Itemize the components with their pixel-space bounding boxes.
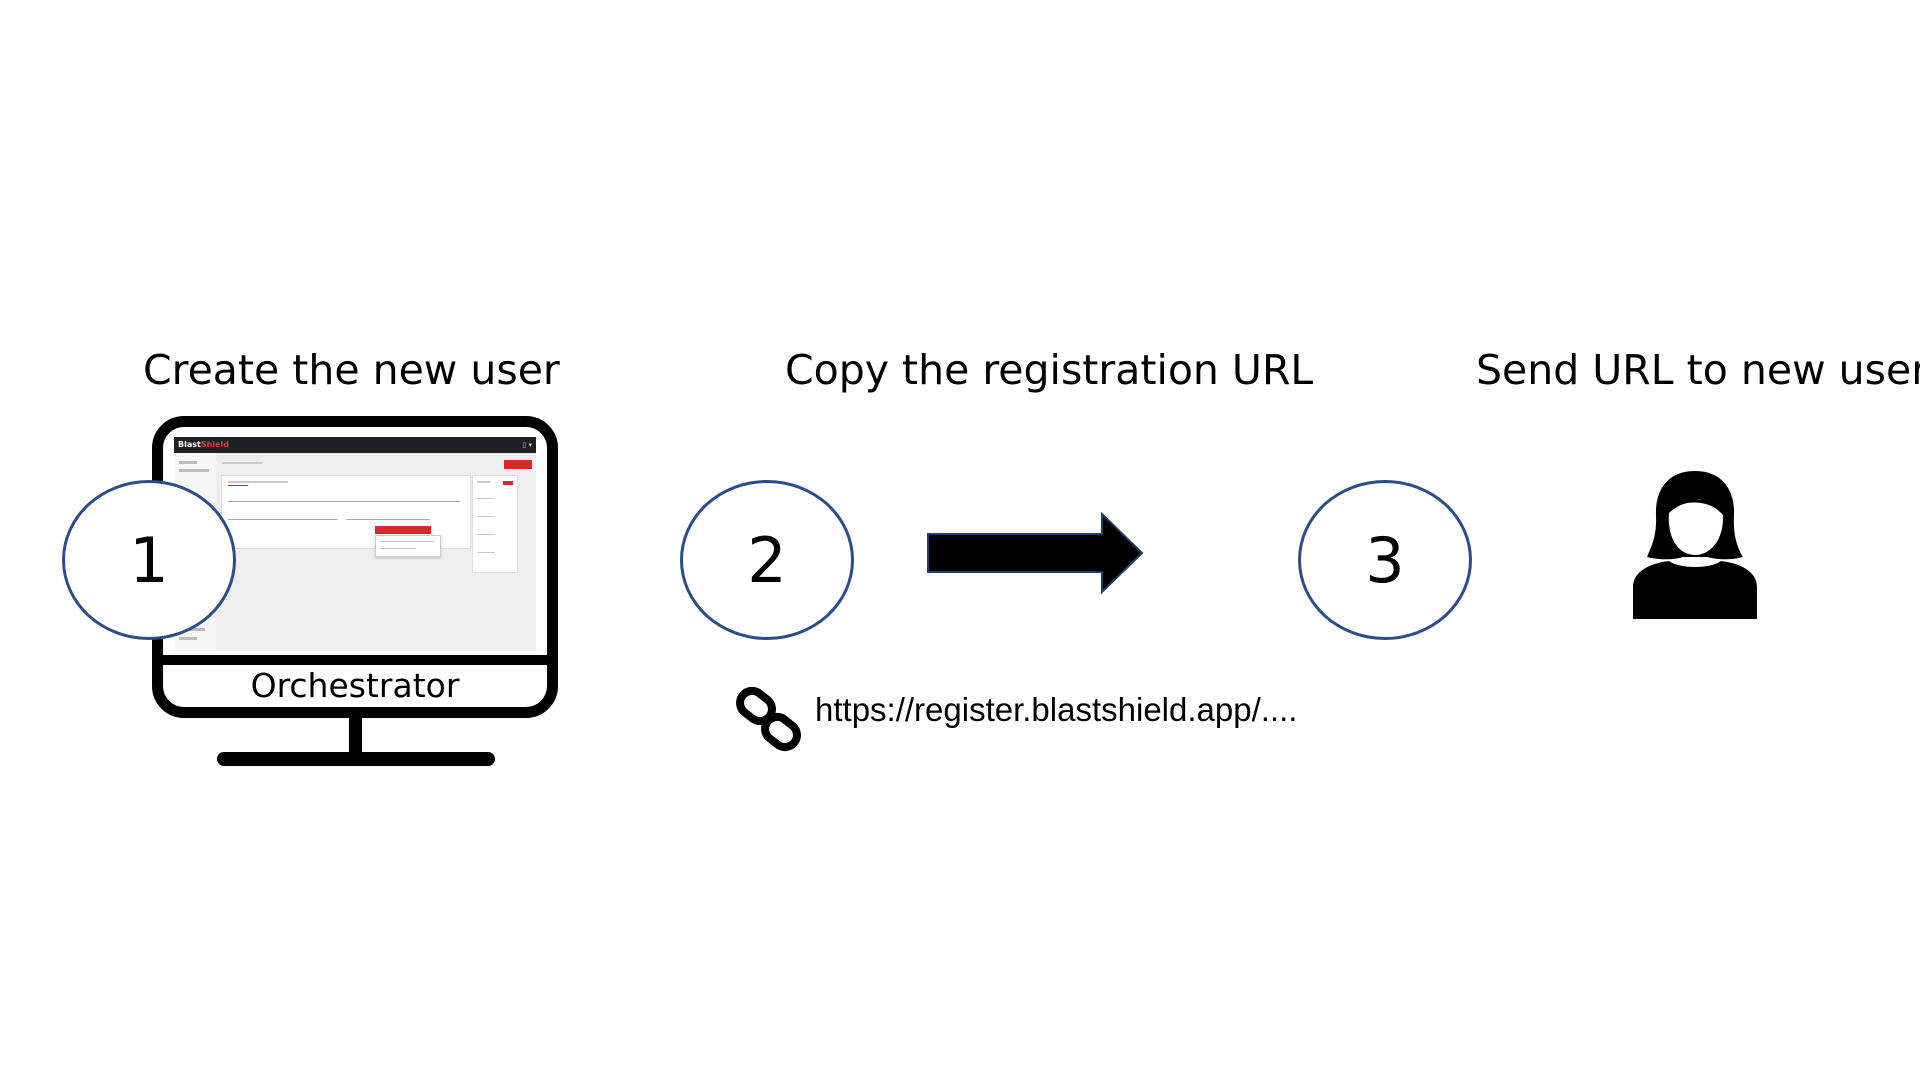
app-form-card	[221, 475, 471, 557]
app-main	[216, 453, 536, 651]
app-side-card	[472, 475, 518, 573]
app-header: BlastShield ▯ ▾	[174, 437, 536, 453]
step-1-title: Create the new user	[143, 346, 560, 394]
step-2-circle: 2	[680, 480, 854, 640]
app-logo: BlastShield	[178, 440, 229, 449]
woman-user-icon	[1633, 471, 1757, 619]
step-3-circle: 3	[1298, 480, 1472, 640]
registration-url: https://register.blastshield.app/....	[815, 691, 1298, 728]
step-2-title: Copy the registration URL	[785, 346, 1314, 394]
link-chain-icon	[736, 686, 801, 752]
monitor-base	[217, 752, 495, 766]
step-3-title: Send URL to new user	[1476, 346, 1920, 394]
app-header-icons: ▯ ▾	[522, 441, 532, 449]
monitor-divider	[163, 655, 547, 665]
orchestrator-label: Orchestrator	[250, 666, 460, 705]
right-arrow-icon	[927, 512, 1144, 594]
monitor-neck	[349, 716, 362, 758]
step-1-circle: 1	[62, 480, 236, 640]
app-action-button	[504, 460, 532, 469]
